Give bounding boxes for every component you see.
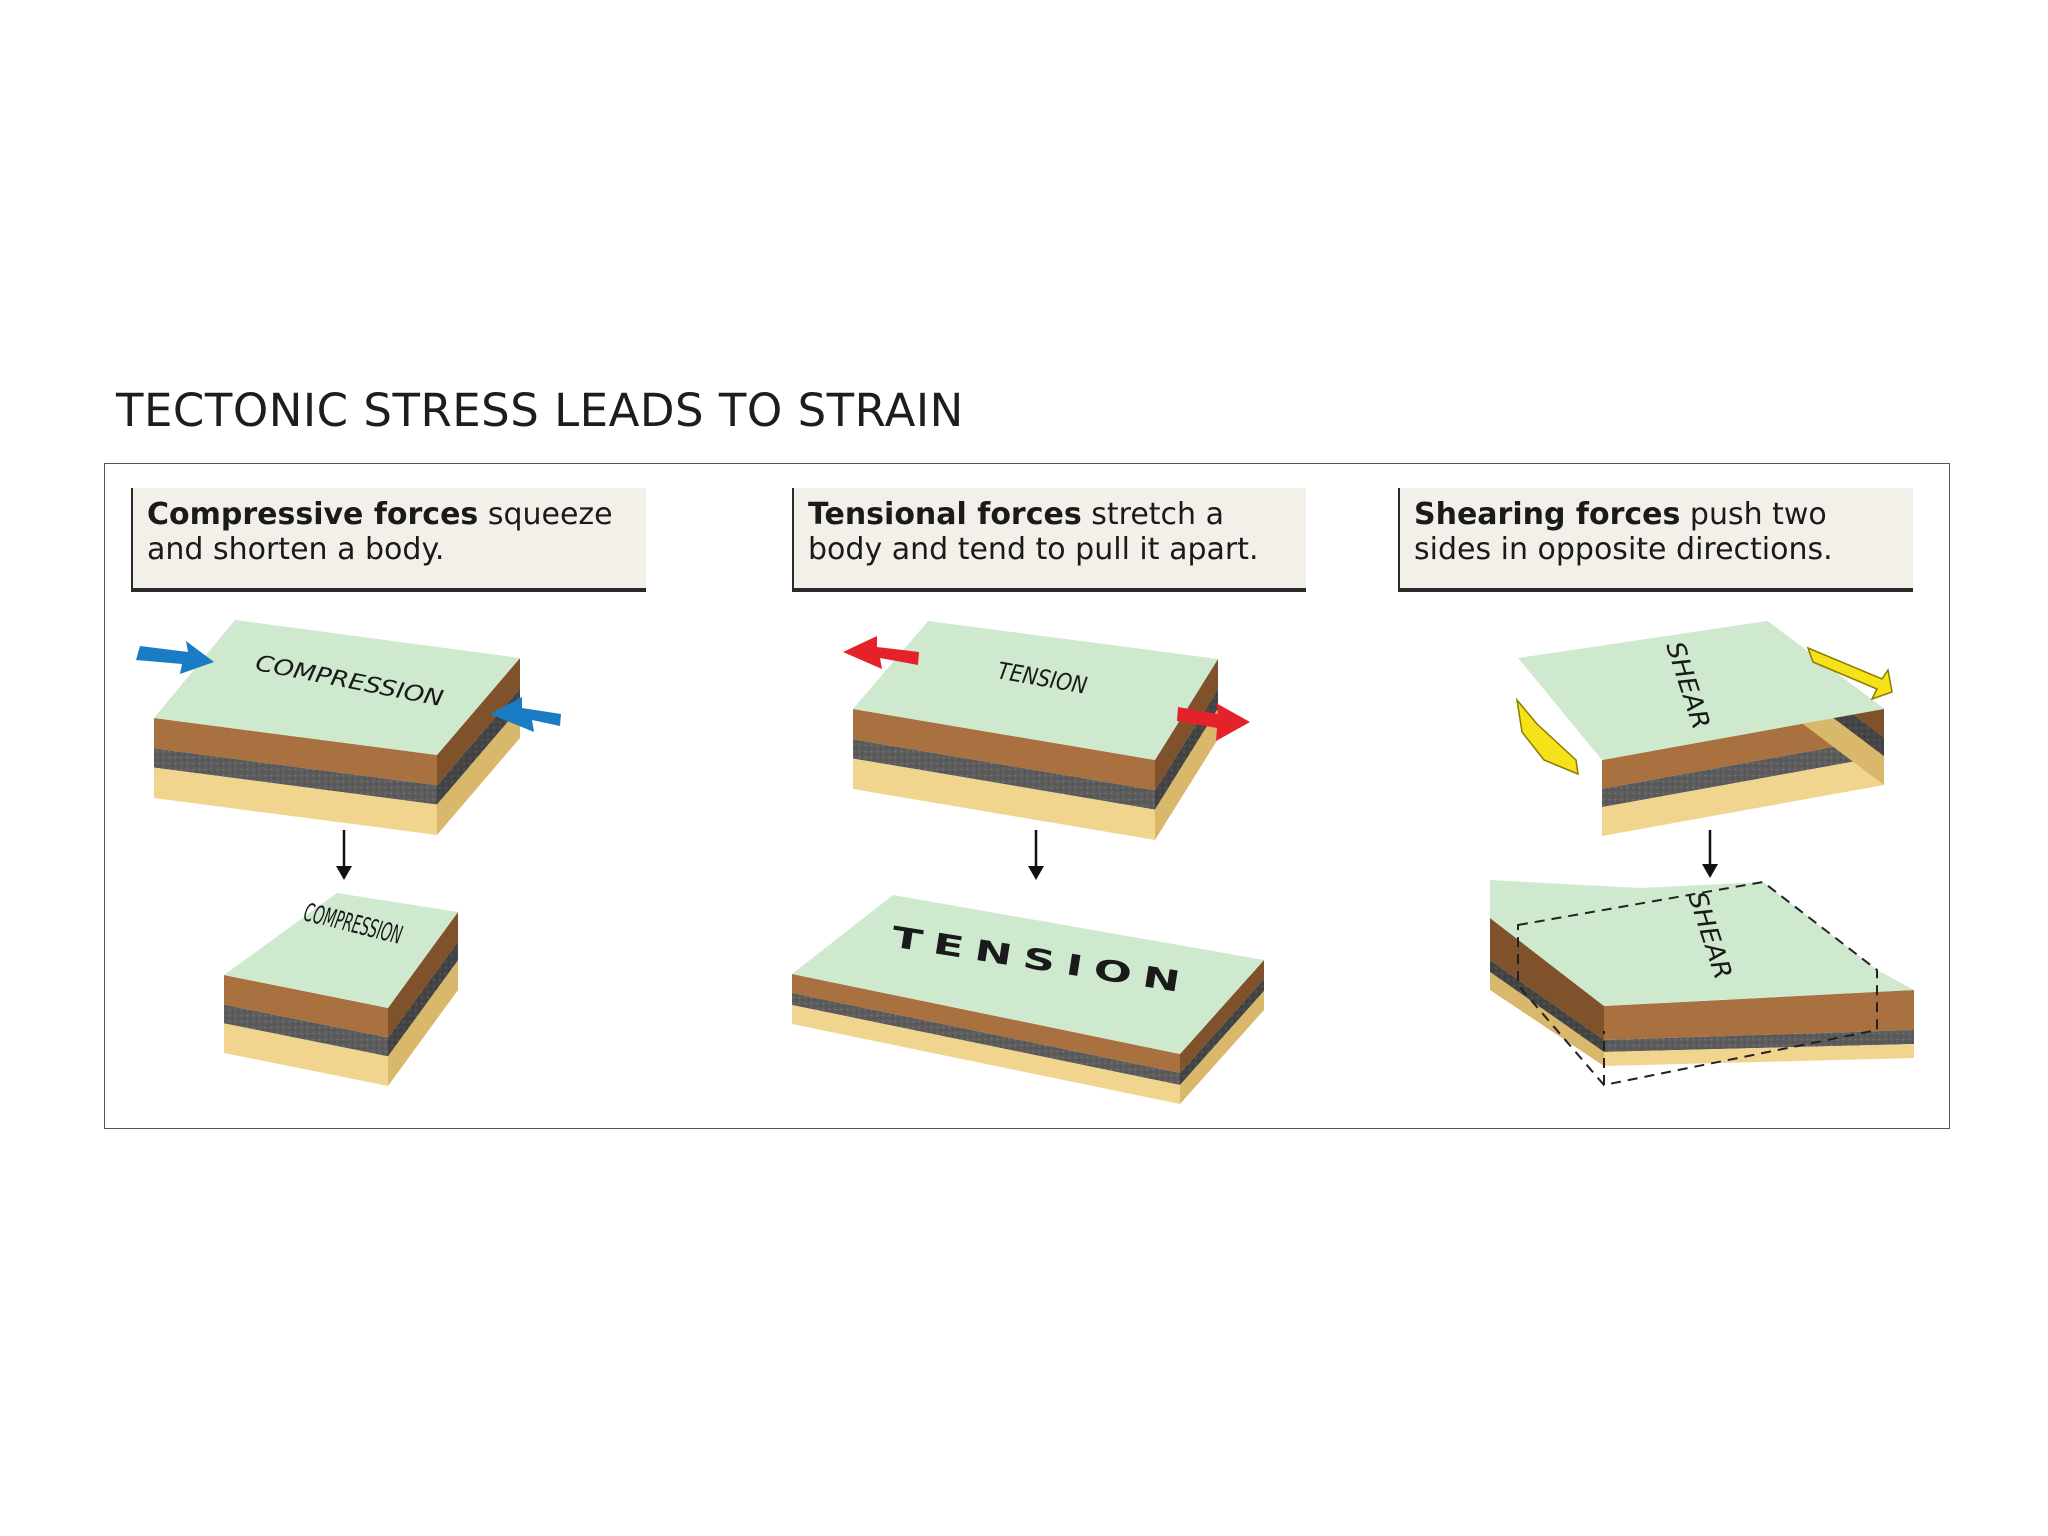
sand-layer-front	[792, 1005, 1180, 1104]
sand-layer-side	[388, 960, 458, 1086]
gray-layer-front	[1602, 737, 1884, 808]
sand-layer-front	[1602, 756, 1884, 836]
gray-layer-front	[224, 1004, 388, 1057]
shear-arrow-bottom	[1515, 697, 1579, 776]
top-face	[792, 895, 1264, 1054]
sand-layer-side	[1155, 708, 1218, 840]
tension-transition-arrow	[1028, 830, 1044, 880]
brown-layer-side	[1490, 918, 1604, 1040]
caption-shear-bold: Shearing forces	[1414, 497, 1681, 532]
sand-layer-front	[853, 758, 1155, 840]
caption-compression-bold: Compressive forces	[147, 497, 479, 532]
brown-layer-side	[388, 912, 458, 1038]
shear-transition-arrow	[1702, 830, 1718, 878]
brown-layer-front	[154, 718, 437, 786]
gray-layer-side	[1490, 960, 1604, 1052]
brown-layer-front	[1604, 990, 1914, 1040]
tension-block-after	[792, 895, 1264, 1104]
caption-tension-text: stretch a body and tend to pull it apart…	[808, 497, 1259, 567]
brown-layer-side	[1180, 960, 1264, 1073]
top-face	[154, 620, 520, 755]
caption-shear: Shearing forces push two sides in opposi…	[1398, 488, 1913, 592]
gray-layer-front	[792, 993, 1180, 1085]
tension-arrow-right	[1177, 703, 1250, 741]
figure-title: TECTONIC STRESS LEADS TO STRAIN	[116, 384, 964, 437]
sand-layer-front	[154, 767, 437, 835]
caption-compression: Compressive forces squeeze and shorten a…	[131, 488, 646, 592]
brown-layer-front	[792, 974, 1180, 1073]
sand-layer-front	[1604, 1044, 1914, 1066]
top-face	[1518, 621, 1884, 760]
gray-layer-front	[154, 748, 437, 805]
gray-layer-front	[1604, 1030, 1914, 1052]
caption-compression-text: squeeze and shorten a body.	[147, 497, 613, 567]
top-face	[224, 893, 458, 1008]
brown-layer-front	[853, 709, 1155, 791]
caption-shear-text: push two sides in opposite directions.	[1414, 497, 1833, 567]
brown-layer-side	[437, 658, 520, 786]
sand-layer-side	[437, 707, 520, 835]
tension-block-before	[853, 621, 1218, 840]
top-face	[853, 621, 1218, 760]
brown-layer-front	[224, 975, 388, 1038]
top-face	[1490, 880, 1914, 1006]
compression-transition-arrow	[336, 830, 352, 880]
sand-layer-side	[1180, 991, 1264, 1104]
compression-block-after	[224, 893, 458, 1086]
shear-block-after	[1490, 880, 1914, 1066]
compression-block-before	[154, 620, 520, 835]
compression-arrow-right	[490, 697, 561, 732]
caption-tension-bold: Tensional forces	[808, 497, 1082, 532]
gray-layer-front	[853, 739, 1155, 810]
shear-arrow-top	[1806, 646, 1893, 701]
brown-layer-side	[1155, 659, 1218, 791]
sand-layer-front	[224, 1023, 388, 1086]
caption-tension: Tensional forces stretch a body and tend…	[792, 488, 1306, 592]
gray-layer-side	[388, 941, 458, 1057]
gray-layer-side	[1180, 979, 1264, 1085]
compression-arrow-left	[136, 641, 214, 674]
tension-arrow-left	[843, 636, 919, 669]
shear-block-before	[1518, 621, 1884, 836]
